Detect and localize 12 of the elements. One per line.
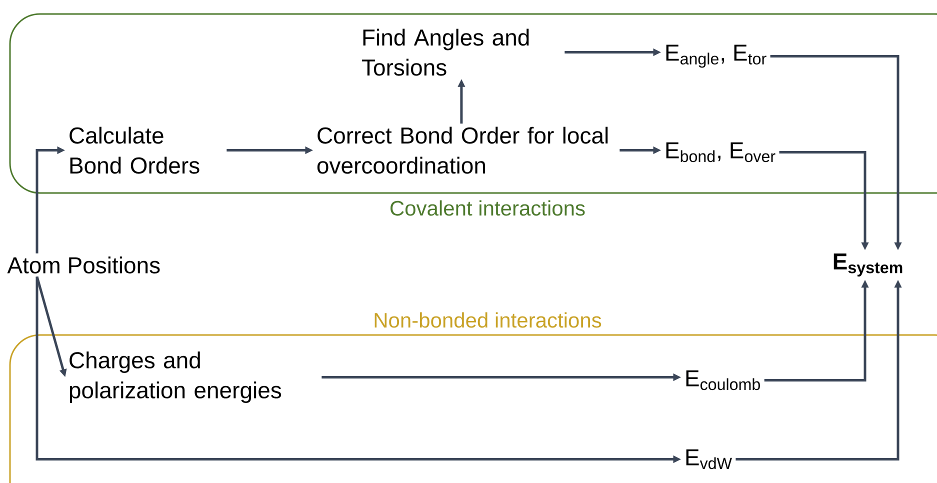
input-text: Atom Positions (7, 256, 160, 274)
step-text: Calculate Bond Orders (70, 126, 200, 174)
total-energy: E$_{system}$ (834, 254, 902, 276)
step-text: Charges and polarization energies (70, 352, 282, 403)
energy-term: E$_{angle}$, E$_{tor}$ (666, 44, 766, 68)
energy-term: E$_{coulomb}$ (686, 370, 760, 390)
step-text: Correct Bond Order for local overcoordination (317, 126, 608, 174)
energy-term: E$_{bond}$, E$_{over}$ (666, 142, 776, 162)
step-text: Find Angles and Torsions (362, 28, 529, 76)
node-label: Covalent interactions (390, 200, 585, 216)
node-label: Non-bonded interactions (374, 312, 602, 328)
energy-term: E$_{vdW}$ (686, 449, 732, 470)
